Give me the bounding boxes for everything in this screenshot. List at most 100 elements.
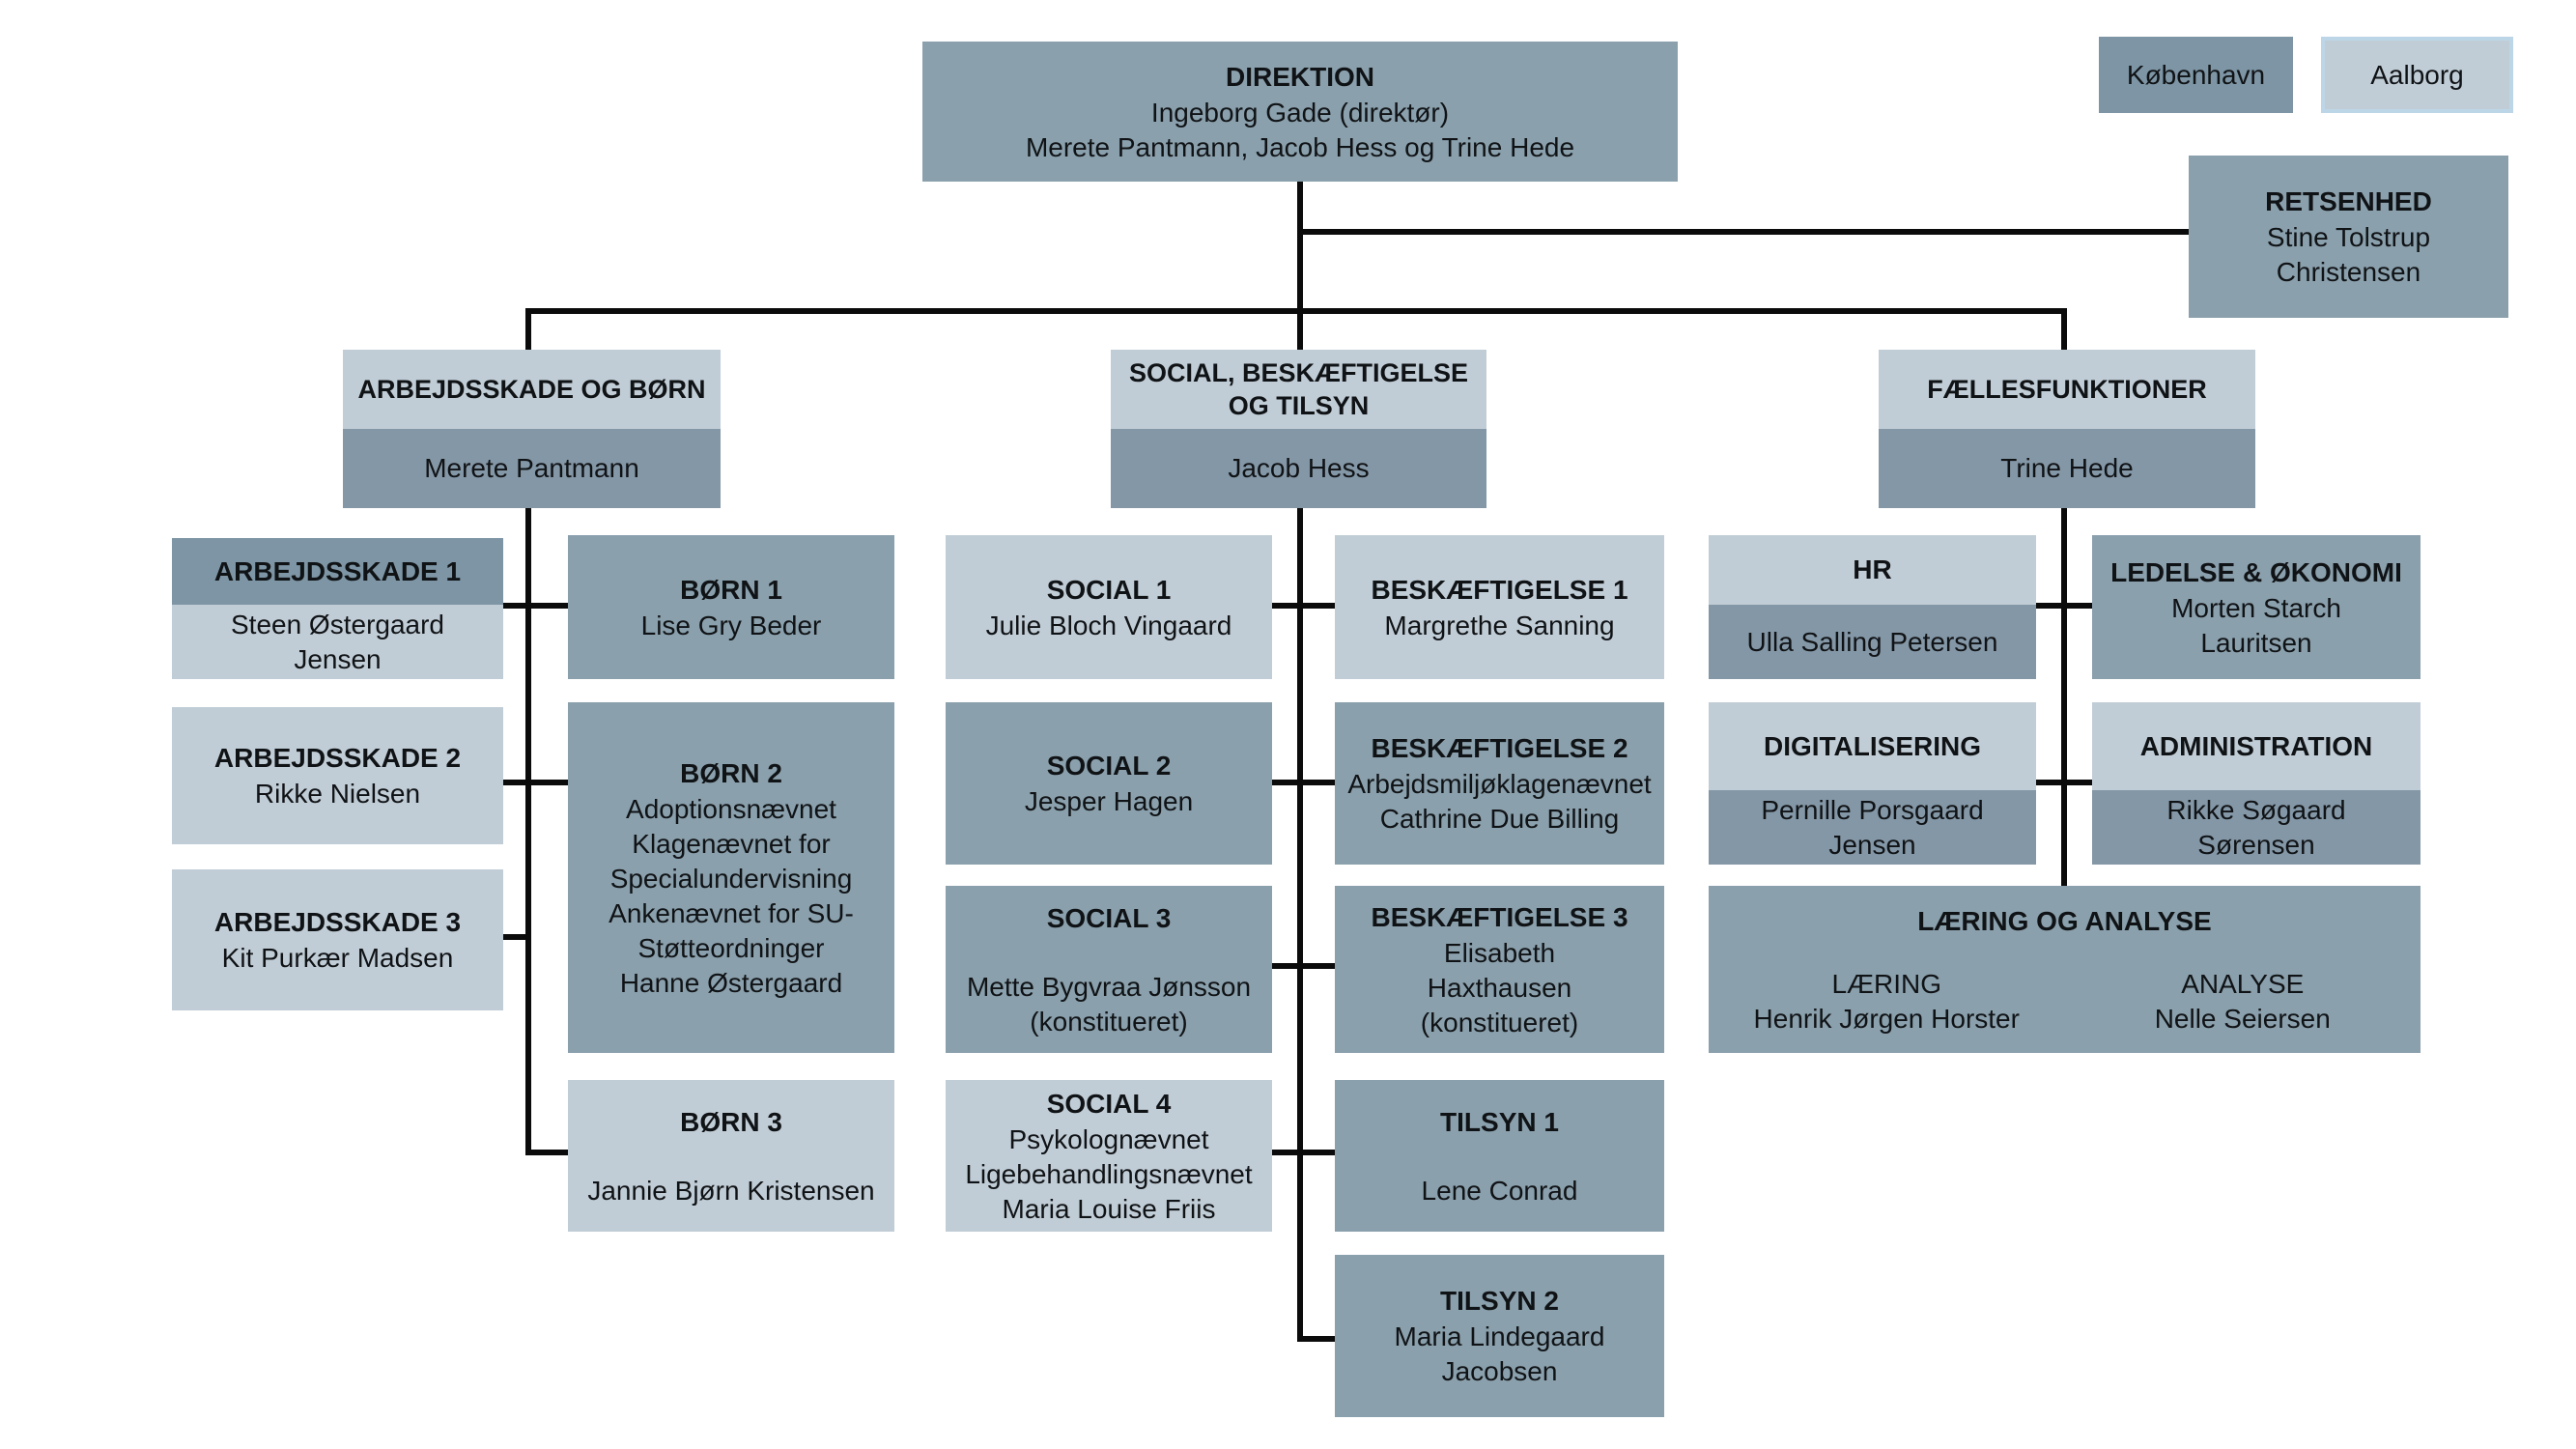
laering-subunit-name: Henrik Jørgen Horster [1753, 1003, 2020, 1034]
node-social-2: SOCIAL 2 Jesper Hagen [946, 702, 1272, 865]
unit-title: BØRN 3 [680, 1106, 782, 1137]
connector-hr [2030, 603, 2067, 609]
node-boern-3: BØRN 3 Jannie Bjørn Kristensen [568, 1080, 894, 1232]
unit-title: LEDELSE & ØKONOMI [2110, 556, 2402, 587]
node-hr: HR Ulla Salling Petersen [1709, 535, 2036, 679]
connector-trunk-left [525, 508, 531, 1155]
unit-title: DIGITALISERING [1763, 730, 1982, 761]
division-head-name: Trine Hede [2000, 453, 2134, 483]
unit-line: Adoptionsnævnet [626, 793, 836, 824]
node-administration: ADMINISTRATION Rikke Søgaard Sørensen [2092, 702, 2420, 865]
unit-line: (konstitueret) [1420, 1007, 1579, 1037]
division-head-name: Jacob Hess [1228, 453, 1370, 483]
unit-title: ARBEJDSSKADE 3 [213, 907, 462, 937]
unit-title: BESKÆFTIGELSE 3 [1371, 901, 1628, 932]
node-boern-2: BØRN 2 Adoptionsnævnet Klagenævnet for S… [568, 702, 894, 1053]
legend-kobenhavn-label: København [2126, 59, 2266, 90]
analyse-subunit-title: ANALYSE [2181, 968, 2305, 999]
analyse-subunit-name: Nelle Seiersen [2154, 1003, 2331, 1034]
node-beskaeftigelse-2: BESKÆFTIGELSE 2 Arbejdsmiljøklagenævnet … [1335, 702, 1664, 865]
node-social-4: SOCIAL 4 Psykolognævnet Ligebehandlingsn… [946, 1080, 1272, 1232]
unit-line: Mette Bygvraa Jønsson [966, 971, 1252, 1002]
unit-title: BESKÆFTIGELSE 2 [1371, 733, 1628, 763]
connector-ledelse [2061, 603, 2098, 609]
connector-drop-left [525, 308, 531, 350]
unit-title: SOCIAL 3 [1046, 902, 1172, 933]
connector-besk3 [1297, 963, 1341, 969]
unit-line: Ligebehandlingsnævnet [965, 1158, 1253, 1189]
connector-besk1 [1297, 603, 1341, 609]
unit-line: Rikke Nielsen [254, 779, 421, 809]
connector-besk2 [1297, 780, 1341, 785]
node-arbejdsskade-3: ARBEJDSSKADE 3 Kit Purkær Madsen [172, 869, 503, 1010]
unit-title: SOCIAL 4 [1046, 1088, 1172, 1119]
unit-title: SOCIAL 2 [1046, 751, 1172, 781]
connector-direktion-trunk [1297, 182, 1303, 350]
unit-line: (konstitueret) [1030, 1006, 1188, 1037]
unit-line: Støtteordninger [637, 932, 825, 963]
unit-line: Rikke Søgaard [2166, 794, 2346, 825]
unit-line: Arbejdsmiljøklagenævnet [1347, 769, 1652, 799]
unit-line: Cathrine Due Billing [1379, 804, 1620, 834]
unit-title: SOCIAL 1 [1046, 574, 1172, 605]
division-title: ARBEJDSSKADE OG BØRN [357, 375, 706, 404]
node-tilsyn-1: TILSYN 1 Lene Conrad [1335, 1080, 1664, 1232]
node-laering-og-analyse: LÆRING OG ANALYSE LÆRING Henrik Jørgen H… [1709, 886, 2420, 1053]
unit-line: Hanne Østergaard [619, 967, 843, 998]
node-direktion-line: Merete Pantmann, Jacob Hess og Trine Hed… [1025, 131, 1575, 162]
division-header-social-beskaeftigelse-tilsyn: SOCIAL, BESKÆFTIGELSE OG TILSYN Jacob He… [1111, 350, 1486, 508]
connector-branch-line [525, 308, 2067, 314]
unit-title: BØRN 1 [680, 574, 782, 605]
connector-arb1 [497, 603, 531, 609]
unit-line: Haxthausen [1427, 972, 1572, 1003]
unit-line: Pernille Porsgaard [1761, 794, 1984, 825]
unit-title: TILSYN 2 [1440, 1286, 1559, 1316]
connector-born3 [525, 1150, 572, 1155]
connector-digitalisering [2030, 780, 2067, 785]
connector-trunk-mid [1297, 508, 1303, 1342]
node-retsenhed-line: Christensen [2276, 257, 2421, 287]
legend-kobenhavn: København [2099, 37, 2293, 113]
connector-born1 [525, 603, 572, 609]
unit-line: Lene Conrad [1421, 1175, 1578, 1206]
connector-drop-right [2061, 308, 2067, 350]
unit-line: Margrethe Sanning [1384, 610, 1615, 640]
node-ledelse-okonomi: LEDELSE & ØKONOMI Morten Starch Lauritse… [2092, 535, 2420, 679]
node-social-3: SOCIAL 3 Mette Bygvraa Jønsson (konstitu… [946, 886, 1272, 1053]
unit-line: Jesper Hagen [1024, 786, 1194, 816]
node-arbejdsskade-1: ARBEJDSSKADE 1 Steen Østergaard Jensen [172, 538, 503, 679]
unit-line: Julie Bloch Vingaard [985, 610, 1232, 640]
connector-social2 [1266, 780, 1303, 785]
unit-title: LÆRING OG ANALYSE [1917, 905, 2212, 936]
division-title: SOCIAL, BESKÆFTIGELSE OG TILSYN [1128, 358, 1469, 420]
unit-line: Jannie Bjørn Kristensen [587, 1175, 875, 1206]
connector-social4 [1266, 1150, 1303, 1155]
division-title: FÆLLESFUNKTIONER [1927, 375, 2207, 404]
connector-arb2 [497, 780, 531, 785]
node-direktion: DIREKTION Ingeborg Gade (direktør) Meret… [922, 42, 1678, 182]
laering-subunit-title: LÆRING [1831, 968, 1942, 999]
node-direktion-line: Ingeborg Gade (direktør) [1150, 97, 1450, 128]
unit-line: Jensen [294, 643, 382, 674]
connector-tilsyn1 [1297, 1150, 1341, 1155]
node-retsenhed: RETSENHED Stine Tolstrup Christensen [2189, 156, 2508, 318]
unit-line: Maria Louise Friis [1002, 1193, 1216, 1224]
connector-social1 [1266, 603, 1303, 609]
node-boern-1: BØRN 1 Lise Gry Beder [568, 535, 894, 679]
unit-title: BESKÆFTIGELSE 1 [1371, 574, 1628, 605]
unit-line: Lauritsen [2200, 627, 2312, 658]
unit-title: ADMINISTRATION [2139, 730, 2373, 761]
unit-title: HR [1853, 554, 1892, 584]
unit-line: Lise Gry Beder [640, 610, 822, 640]
unit-line: Jensen [1828, 829, 1916, 860]
unit-line: Morten Starch [2171, 592, 2341, 623]
node-beskaeftigelse-3: BESKÆFTIGELSE 3 Elisabeth Haxthausen (ko… [1335, 886, 1664, 1053]
unit-line: Kit Purkær Madsen [221, 943, 454, 973]
node-tilsyn-2: TILSYN 2 Maria Lindegaard Jacobsen [1335, 1255, 1664, 1417]
connector-born2 [525, 780, 572, 785]
unit-line: Elisabeth [1443, 937, 1556, 968]
node-beskaeftigelse-1: BESKÆFTIGELSE 1 Margrethe Sanning [1335, 535, 1664, 679]
unit-line: Maria Lindegaard [1394, 1321, 1605, 1351]
connector-tilsyn2 [1297, 1336, 1341, 1342]
